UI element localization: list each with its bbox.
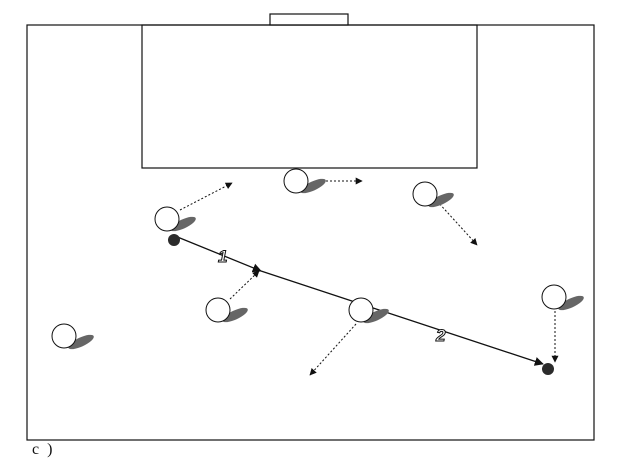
player-7 bbox=[51, 323, 94, 350]
player-5 bbox=[348, 297, 389, 324]
ball-end bbox=[542, 363, 554, 375]
pass-arrow-2 bbox=[260, 270, 544, 366]
pass-arrow-1 bbox=[174, 235, 262, 273]
player-2 bbox=[283, 168, 326, 194]
run-arrow-5 bbox=[309, 323, 357, 376]
field-boundary bbox=[26, 24, 595, 441]
pass-label-2: 2 bbox=[435, 326, 446, 345]
run-arrow-1 bbox=[179, 182, 233, 211]
player-1 bbox=[154, 206, 196, 232]
run-arrow-4 bbox=[229, 270, 260, 300]
goal bbox=[269, 13, 349, 26]
panel-label: c ) bbox=[32, 441, 55, 458]
player-6 bbox=[541, 284, 584, 311]
player-4 bbox=[205, 297, 248, 323]
player-3 bbox=[412, 181, 454, 208]
ball-start bbox=[168, 234, 180, 246]
penalty-box bbox=[141, 24, 478, 169]
run-arrow-3 bbox=[436, 200, 478, 246]
pass-label-1: 1 bbox=[218, 247, 227, 266]
